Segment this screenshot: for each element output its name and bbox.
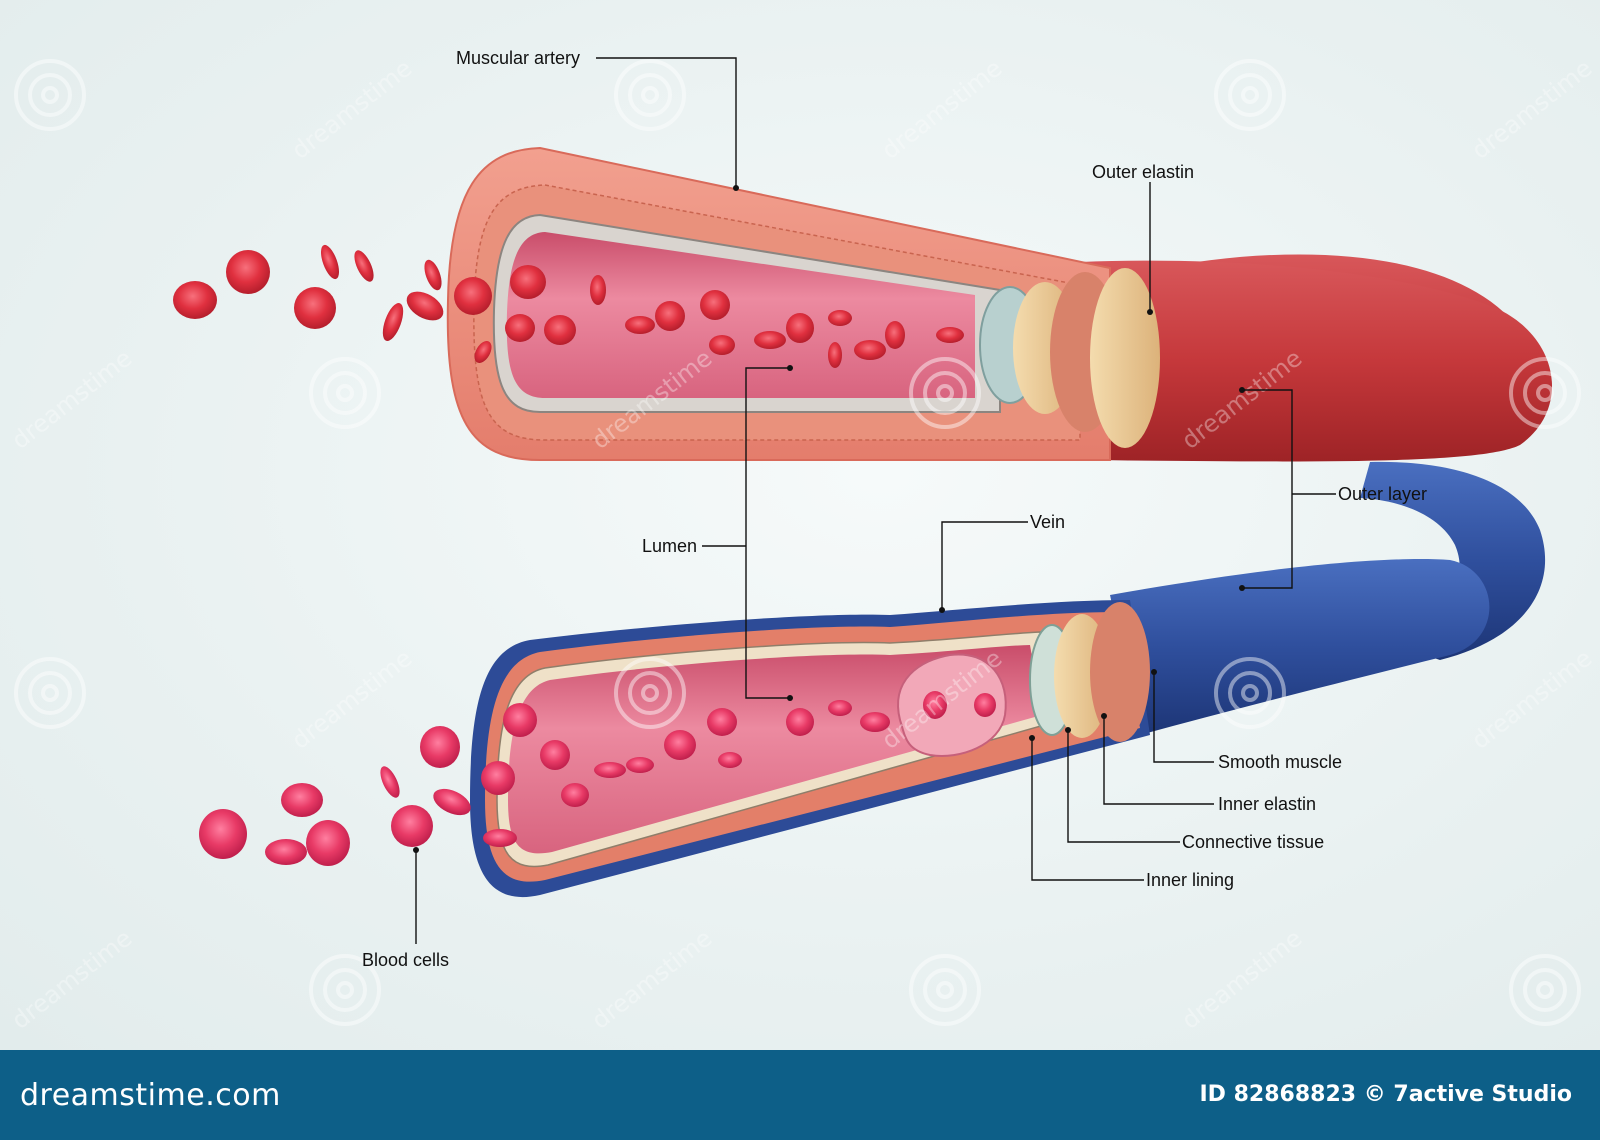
- leader-lines: [413, 57, 1336, 944]
- watermark-text: dreamstime: [586, 924, 717, 1035]
- vein-valve: [897, 653, 1007, 757]
- blood-cell: [454, 277, 492, 315]
- artery-blood-cells: [173, 244, 492, 363]
- leader-smooth-muscle: [1153, 672, 1214, 763]
- artery: [446, 146, 1553, 462]
- blood-cell: [406, 291, 444, 321]
- leader-lumen-split: [745, 367, 790, 699]
- watermark-text: dreamstime: [1176, 924, 1307, 1035]
- labels: Muscular artery Outer elastin Outer laye…: [362, 48, 1427, 970]
- leader-outer-layer: [1242, 389, 1293, 589]
- watermark-logo: [309, 954, 381, 1026]
- watermark-text: dreamstime: [6, 344, 137, 455]
- label-connective-tissue: Connective tissue: [1182, 832, 1324, 852]
- label-smooth-muscle: Smooth muscle: [1218, 752, 1342, 772]
- vein-ring-muscle: [1090, 602, 1150, 742]
- blood-cell: [294, 287, 336, 329]
- watermark-logo: [909, 954, 981, 1026]
- label-blood-cells: Blood cells: [362, 950, 449, 970]
- watermark-logo: [614, 657, 686, 729]
- watermark-logo: [1509, 954, 1581, 1026]
- label-inner-lining: Inner lining: [1146, 870, 1234, 890]
- label-outer-elastin: Outer elastin: [1092, 162, 1194, 182]
- blood-cell: [306, 820, 350, 866]
- blood-cell: [424, 259, 442, 291]
- label-inner-elastin: Inner elastin: [1218, 794, 1316, 814]
- blood-cell: [320, 244, 340, 280]
- watermark-text: dreamstime: [1466, 644, 1597, 755]
- vein-outer-layer: [1110, 559, 1490, 735]
- watermark-text: dreamstime: [876, 54, 1007, 165]
- label-outer-layer: Outer layer: [1338, 484, 1427, 504]
- label-vein: Vein: [1030, 512, 1065, 532]
- watermark-logo: [614, 59, 686, 131]
- leader-inner-lining: [1031, 738, 1144, 881]
- footer-logo[interactable]: dreamstime.com: [20, 1078, 281, 1113]
- artery-outer-layer: [1080, 260, 1553, 462]
- watermark-text: dreamstime: [286, 54, 417, 165]
- blood-cell: [474, 341, 492, 363]
- blood-cell: [380, 766, 400, 798]
- blood-cell: [173, 281, 217, 319]
- footer-credit: ID 82868823 © 7active Studio: [1199, 1082, 1573, 1107]
- artery-lumen-cells: [505, 265, 964, 368]
- watermark-logo: [309, 357, 381, 429]
- blood-cell: [433, 788, 471, 816]
- watermark-logo: [14, 59, 86, 131]
- leader-vein: [941, 521, 1028, 610]
- watermarks: dreamstime dreamstime dreamstime dreamst…: [6, 54, 1597, 1035]
- leader-inner-elastin: [1103, 716, 1214, 805]
- watermark-logo: [1214, 657, 1286, 729]
- blood-cell: [420, 726, 460, 768]
- footer-bar: dreamstime.com ID 82868823 © 7active Stu…: [0, 1050, 1600, 1140]
- watermark-text: dreamstime: [286, 644, 417, 755]
- leader-connective-tissue: [1067, 730, 1180, 843]
- label-muscular-artery: Muscular artery: [456, 48, 580, 68]
- diagram-stage: dreamstime dreamstime dreamstime dreamst…: [0, 0, 1600, 1050]
- vein-blood-cells: [199, 726, 471, 866]
- blood-cell: [382, 303, 404, 341]
- blood-vessel-diagram: dreamstime dreamstime dreamstime dreamst…: [6, 48, 1597, 1035]
- watermark-text: dreamstime: [1466, 54, 1597, 165]
- watermark-logo: [14, 657, 86, 729]
- blood-cell: [226, 250, 270, 294]
- blood-cell: [199, 809, 247, 859]
- vein: [470, 461, 1546, 898]
- watermark-logo: [909, 357, 981, 429]
- vein-lumen-cells: [481, 691, 996, 847]
- label-lumen: Lumen: [642, 536, 697, 556]
- leader-muscular-artery: [596, 57, 737, 188]
- blood-cell: [391, 805, 433, 847]
- blood-cell: [281, 783, 323, 817]
- watermark-logo: [1214, 59, 1286, 131]
- watermark-text: dreamstime: [6, 924, 137, 1035]
- artery-ring-outer-elastin: [1090, 268, 1160, 448]
- vein-connector: [1360, 461, 1546, 660]
- watermark-logo: [1509, 357, 1581, 429]
- blood-cell: [265, 839, 307, 865]
- blood-cell: [354, 250, 374, 282]
